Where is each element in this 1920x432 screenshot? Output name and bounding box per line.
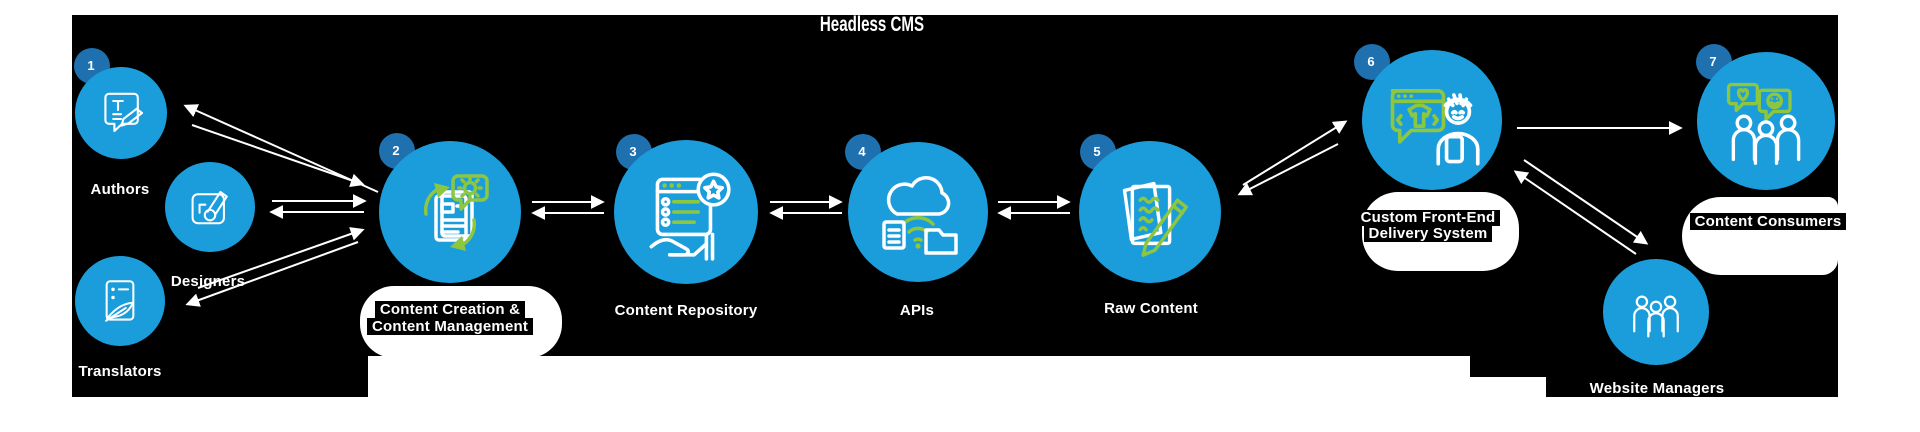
author-document-icon — [104, 92, 144, 133]
label-line: Custom Front-End — [1355, 210, 1501, 226]
node-authors — [75, 67, 167, 159]
design-canvas-icon — [191, 190, 228, 225]
arrow-custom-frontend-to-website-managers — [1523, 159, 1649, 245]
step-number: 4 — [858, 143, 866, 159]
node-translators — [75, 256, 165, 346]
translator-quill-icon — [105, 280, 135, 322]
node-raw-content — [1079, 141, 1221, 283]
arrow-translators-to-content-creation — [197, 227, 365, 289]
storefront-person-icon — [1390, 89, 1480, 166]
arrow-authors-to-content-creation — [191, 124, 365, 187]
content-sync-icon — [423, 174, 489, 251]
diagram-title: Headless CMS — [819, 13, 925, 36]
feedback-people-icon — [1726, 82, 1801, 165]
node-designers — [165, 162, 255, 252]
label-translators: Translators — [78, 363, 162, 380]
people-group-icon — [1633, 295, 1679, 338]
arrow-website-managers-to-custom-frontend — [1513, 170, 1637, 255]
label-content-consumers: Content Consumers — [1668, 213, 1868, 230]
step-number: 6 — [1367, 53, 1375, 69]
step-number: 1 — [87, 57, 95, 73]
cloud-api-icon — [882, 176, 958, 255]
arrow-content-creation-to-translators — [185, 241, 359, 307]
label-raw-content: Raw Content — [1104, 300, 1198, 317]
node-content-repository — [614, 140, 758, 284]
raw-pages-icon — [1122, 181, 1188, 257]
label-content-creation: Content Creation &Content Management — [330, 301, 570, 335]
torn-edge-cutout — [1470, 377, 1546, 397]
label-content-repository: Content Repository — [614, 302, 758, 319]
node-content-consumers — [1697, 52, 1835, 190]
step-badge-6: 6 — [1354, 44, 1390, 80]
label-apis: APIs — [899, 302, 935, 319]
step-number: 2 — [392, 142, 400, 158]
torn-edge-cutout — [368, 356, 1470, 397]
label-authors: Authors — [90, 181, 150, 198]
arrow-raw-content-to-custom-frontend — [1242, 120, 1348, 186]
node-custom-frontend — [1362, 50, 1502, 190]
step-number: 5 — [1093, 143, 1101, 159]
step-number: 7 — [1709, 53, 1717, 69]
label-website-managers: Website Managers — [1589, 380, 1725, 397]
node-content-creation — [379, 141, 521, 283]
repository-window-icon — [649, 172, 731, 261]
label-line: Delivery System — [1363, 226, 1493, 242]
label-line: Content Consumers — [1689, 213, 1847, 230]
label-designers: Designers — [170, 273, 246, 290]
label-line: Content Creation & — [374, 301, 526, 318]
label-highlight-blob — [1682, 197, 1838, 275]
step-number: 3 — [629, 143, 637, 159]
arrow-custom-frontend-to-raw-content — [1237, 143, 1339, 196]
node-website-managers — [1603, 259, 1709, 365]
label-line: Content Management — [366, 318, 534, 335]
node-apis — [848, 142, 988, 282]
